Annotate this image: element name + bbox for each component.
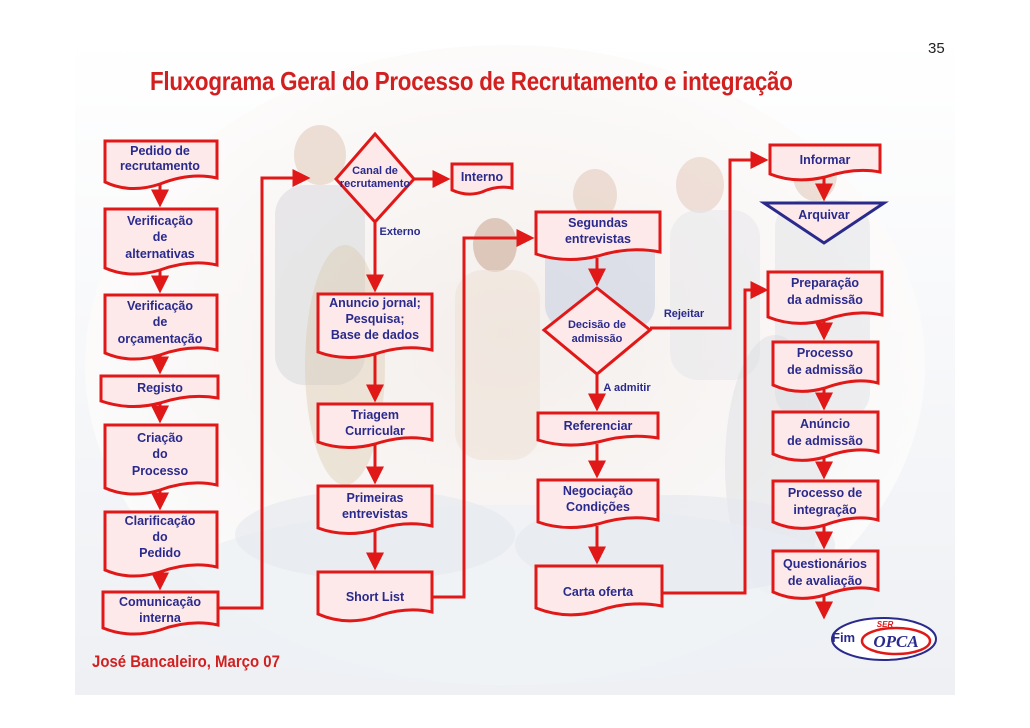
fim-label: Fim	[832, 630, 855, 645]
label-externo: Externo	[380, 226, 421, 238]
label-a-admitir: A admitir	[603, 382, 651, 394]
arrow-carta-preparacao	[662, 290, 764, 593]
svg-text:Arquivar: Arquivar	[798, 208, 850, 222]
svg-text:Interno: Interno	[461, 170, 504, 184]
svg-text:Carta oferta: Carta oferta	[563, 585, 634, 599]
node-short-list: Short List	[318, 572, 432, 621]
svg-text:Referenciar: Referenciar	[564, 419, 633, 433]
node-informar: Informar	[770, 145, 880, 180]
logo-top-text: SER	[877, 620, 894, 629]
node-registo: Registo	[101, 376, 218, 407]
arrow-shortlist-segundas	[432, 238, 530, 597]
fim-logo-group: Fim OPCA SER	[830, 615, 938, 663]
svg-text:Short List: Short List	[346, 590, 405, 604]
svg-text:Registo: Registo	[137, 381, 183, 395]
label-rejeitar: Rejeitar	[664, 308, 705, 320]
logo-text: OPCA	[873, 632, 918, 651]
node-anuncio-pesquisa: Anuncio jornal;Pesquisa;Base de dados	[318, 294, 432, 358]
svg-text:Informar: Informar	[800, 153, 851, 167]
node-referenciar: Referenciar	[538, 413, 658, 445]
node-carta-oferta: Carta oferta	[536, 566, 662, 615]
author-footer: José Bancaleiro, Março 07	[92, 652, 280, 672]
node-arquivar: Arquivar	[764, 203, 884, 243]
arrow-decisao-informar	[650, 160, 764, 328]
arrow-comunicacao-canal	[218, 178, 306, 608]
node-interno: Interno	[452, 164, 512, 194]
